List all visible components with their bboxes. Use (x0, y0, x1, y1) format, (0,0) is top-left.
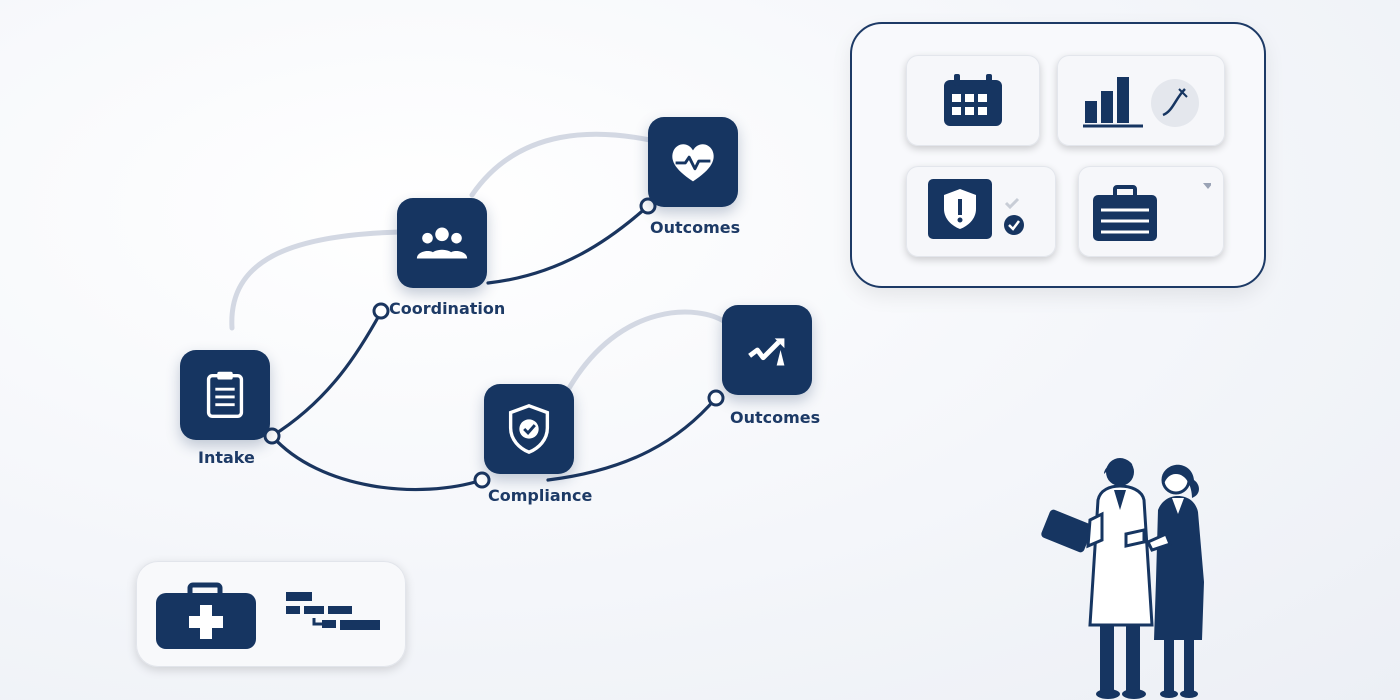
shield-check-icon (508, 403, 550, 455)
outcomes-bottom-label: Outcomes (730, 408, 821, 427)
compliance-label: Compliance (488, 486, 593, 505)
bar-chart-icon (1083, 76, 1199, 127)
heart-pulse-icon (672, 144, 714, 182)
medical-kit-card[interactable] (136, 561, 406, 667)
coordination-label: Coordination (389, 299, 506, 318)
outcomes-top-node[interactable] (648, 117, 738, 207)
intake-node[interactable] (180, 350, 270, 440)
clipboard-icon (206, 371, 244, 418)
alerts-tile[interactable] (906, 166, 1056, 257)
dashboard-panel (850, 22, 1266, 288)
trend-chart-icon (748, 338, 785, 366)
intake-label: Intake (198, 448, 255, 467)
gantt-chart-icon (286, 592, 380, 630)
people-illustration (1041, 458, 1204, 699)
coordination-node[interactable] (397, 198, 487, 288)
team-icon (416, 227, 468, 259)
calendar-icon (944, 73, 1002, 126)
outcomes-top-label: Outcomes (650, 218, 741, 237)
analytics-tile[interactable] (1057, 55, 1225, 146)
compliance-node[interactable] (484, 384, 574, 474)
briefcase-icon (1093, 182, 1211, 241)
alert-shield-icon (928, 178, 1024, 239)
calendar-tile[interactable] (906, 55, 1040, 146)
medical-kit-icon (156, 582, 256, 649)
case-tile[interactable] (1078, 166, 1224, 257)
outcomes-bottom-node[interactable] (722, 305, 812, 395)
